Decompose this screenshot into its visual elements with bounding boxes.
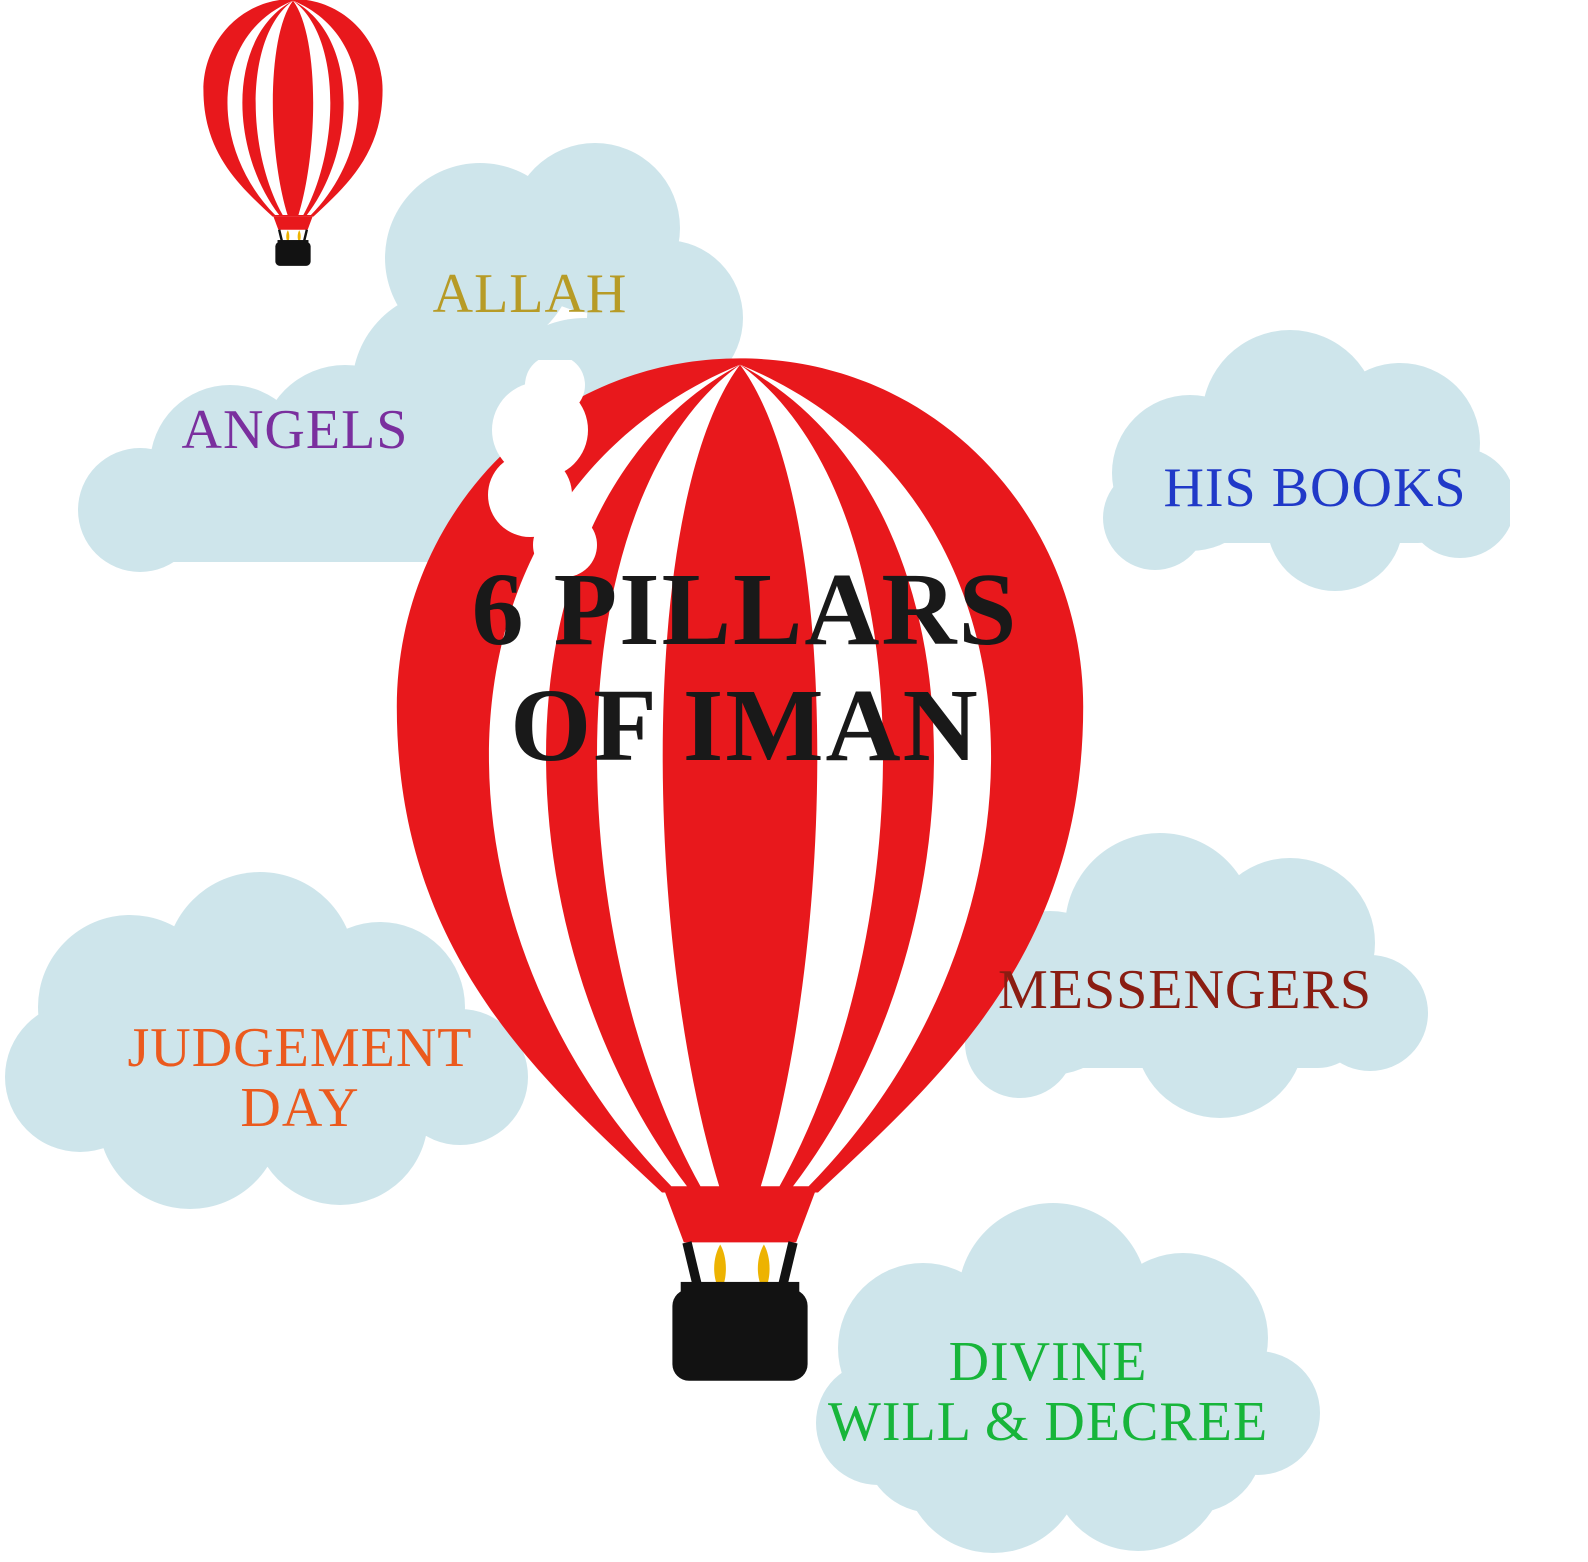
cloud-divine-will-decree <box>816 1203 1320 1553</box>
small-hot-air-balloon-icon <box>198 0 388 268</box>
cloud-bite-overlay <box>488 360 597 577</box>
pillar-label-judgement-day: JUDGEMENT DAY <box>90 1018 510 1138</box>
pillar-label-divine-will-decree: DIVINE WILL & DECREE <box>828 1332 1268 1452</box>
cloud-messengers <box>965 833 1428 1118</box>
poster-title: 6 PILLARS OF IMAN <box>380 552 1110 784</box>
pillar-label-messengers-text: MESSENGERS <box>997 959 1373 1021</box>
pillar-label-judgement-line1: JUDGEMENT <box>127 1017 473 1079</box>
pillar-label-allah: ALLAH <box>380 264 680 324</box>
pillar-label-messengers: MESSENGERS <box>955 960 1415 1020</box>
pillar-label-judgement-line2: DAY <box>240 1077 360 1139</box>
title-line1: 6 PILLARS <box>471 552 1019 667</box>
title-line2: OF IMAN <box>510 668 980 783</box>
pillar-label-his-books-text: HIS BOOKS <box>1163 457 1467 519</box>
pillar-label-allah-text: ALLAH <box>432 263 628 325</box>
cloud-judgement-day <box>5 872 528 1209</box>
pillar-label-divine-line1: DIVINE <box>948 1331 1148 1393</box>
pillar-label-angels-text: ANGELS <box>181 399 409 461</box>
pillar-label-divine-line2: WILL & DECREE <box>828 1391 1269 1453</box>
pillar-label-his-books: HIS BOOKS <box>1125 458 1505 518</box>
cloud-his-books <box>1103 330 1510 591</box>
pillar-label-angels: ANGELS <box>135 400 455 460</box>
